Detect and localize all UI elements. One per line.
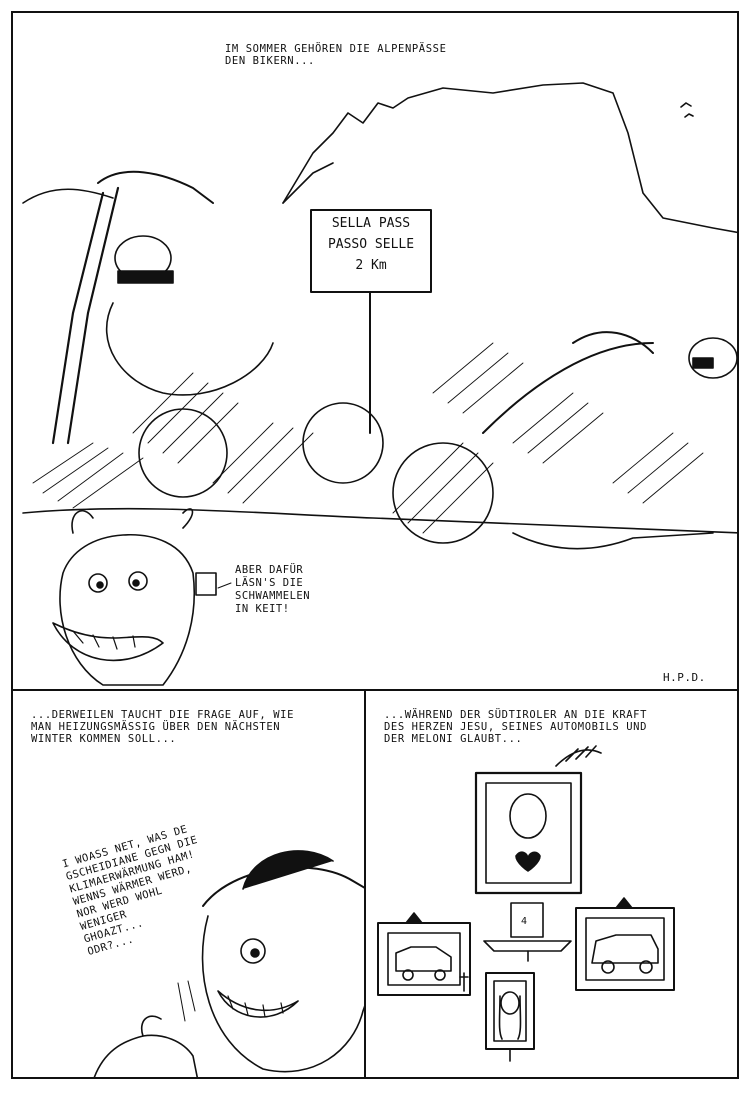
- meloni-face: [500, 991, 520, 1015]
- cow-grin: [52, 622, 164, 662]
- bike1-rear-wheel: [302, 402, 384, 484]
- farmer-hat-crown: [242, 850, 334, 890]
- bike2-handlebar: [572, 331, 654, 354]
- sign-line-2: PASSO SELLE: [327, 237, 415, 252]
- bike2-frame: [482, 342, 654, 434]
- sacred-heart-picture: [485, 782, 572, 884]
- sign-line-3: 2 Km: [355, 258, 387, 273]
- hatching: [32, 342, 704, 534]
- farmer-grin: [217, 990, 299, 1018]
- rider1-body: [105, 302, 274, 396]
- panel-shrine: ...WÄHREND DER SÜDTIROLER AN DIE KRAFT D…: [364, 689, 739, 1079]
- car-frame-left: [377, 922, 471, 996]
- hill-left: [22, 188, 114, 204]
- can-label: 4: [521, 916, 528, 927]
- meloni-picture: [493, 980, 527, 1042]
- artist-signature: H.P.D.: [663, 671, 706, 684]
- bike1-fork: [51, 191, 105, 445]
- key-icon: [459, 972, 469, 992]
- bike1-handlebar: [97, 170, 214, 204]
- cow-head: [59, 533, 196, 686]
- sacred-heart-frame: [474, 771, 583, 895]
- shrine-drawing: [377, 745, 675, 1062]
- jesus-face: [509, 793, 547, 839]
- car-right-icon: [591, 934, 659, 964]
- palm-branch-icon: [555, 745, 602, 767]
- car-picture-right: [585, 917, 665, 981]
- cow-speech: ABER DAFÜR LÄSN'S DIE SCHWAMMELEN IN KEI…: [235, 564, 311, 615]
- farmer-hand: [93, 1034, 199, 1077]
- heart-icon: [515, 851, 541, 872]
- rider2-boot: [512, 532, 714, 550]
- cow-ear-tag: [195, 572, 217, 596]
- cow-eye-left: [88, 573, 108, 593]
- frame-hook-right: [615, 897, 633, 909]
- bikers-scene-drawing: [22, 82, 737, 686]
- farmer-drawing: [93, 850, 366, 1077]
- farmer-face: [201, 915, 366, 1073]
- car-left-icon: [395, 946, 452, 972]
- panel-bikers: IM SOMMER GEHÖREN DIE ALPENPÄSSE DEN BIK…: [11, 11, 739, 693]
- frame-hook-left: [405, 912, 423, 924]
- rider2-sunglasses-icon: [692, 357, 714, 369]
- bird-icon: [684, 113, 694, 118]
- road-edge: [22, 507, 737, 534]
- bird-icon: [680, 102, 692, 108]
- top-caption: IM SOMMER GEHÖREN DIE ALPENPÄSSE DEN BIK…: [225, 43, 447, 67]
- mountain-ridge: [282, 82, 737, 234]
- panel-heating: ...DERWEILEN TAUCHT DIE FRAGE AUF, WIE M…: [11, 689, 368, 1079]
- bike1-front-wheel: [138, 408, 228, 498]
- car-frame-right: [575, 907, 675, 991]
- farmer-eye-left: [240, 938, 266, 964]
- rider1-sunglasses-icon: [117, 270, 174, 284]
- bike2-front-wheel: [392, 442, 494, 544]
- rider2-helmet: [688, 337, 737, 379]
- cow-eye-right: [128, 571, 148, 591]
- bottom-right-caption: ...WÄHREND DER SÜDTIROLER AN DIE KRAFT D…: [384, 709, 648, 745]
- fuel-can: [510, 902, 544, 938]
- pass-sign: SELLA PASS PASSO SELLE 2 Km: [313, 216, 429, 273]
- cow-horn-right: [182, 508, 194, 529]
- car-picture-left: [387, 932, 461, 986]
- cow-horn-left: [71, 510, 94, 534]
- sign-line-1: SELLA PASS: [331, 216, 411, 231]
- bottom-left-caption: ...DERWEILEN TAUCHT DIE FRAGE AUF, WIE M…: [31, 709, 295, 745]
- shelf: [483, 940, 572, 952]
